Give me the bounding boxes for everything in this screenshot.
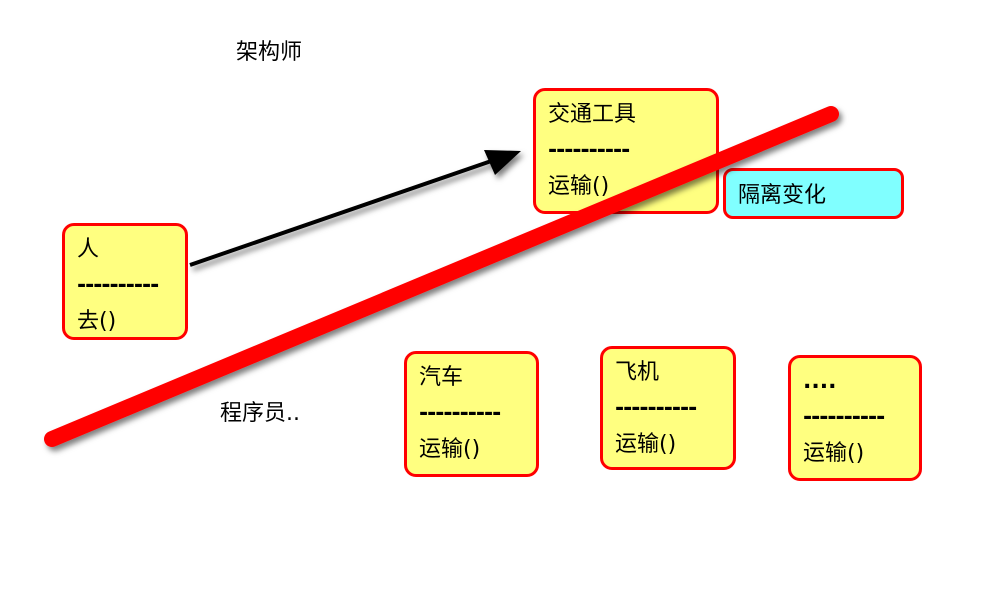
programmer-label: 程序员..	[220, 401, 300, 426]
class-separator: ----------	[77, 273, 159, 298]
class-title: 人	[77, 237, 100, 262]
divider-line	[44, 106, 839, 447]
class-method: 去()	[77, 309, 117, 334]
plane-class-box: 飞机 ---------- 运输()	[600, 346, 736, 470]
association-arrow	[189, 150, 521, 267]
class-title: 汽车	[419, 365, 464, 390]
class-separator: ----------	[803, 405, 885, 430]
architect-label: 架构师	[236, 40, 303, 65]
class-separator: ----------	[615, 396, 697, 421]
class-separator: ----------	[419, 401, 501, 426]
class-separator: ----------	[548, 138, 630, 163]
class-method: 运输()	[548, 174, 610, 199]
class-method: 运输()	[419, 437, 481, 462]
class-title: 飞机	[615, 360, 660, 385]
car-class-box: 汽车 ---------- 运输()	[404, 351, 539, 477]
class-method: 运输()	[803, 441, 865, 466]
class-title: ....	[803, 369, 837, 394]
isolate-change-box: 隔离变化	[723, 168, 904, 219]
person-class-box: 人 ---------- 去()	[62, 223, 188, 340]
other-class-box: .... ---------- 运输()	[788, 355, 922, 481]
vehicle-class-box: 交通工具 ---------- 运输()	[533, 88, 719, 214]
class-title: 交通工具	[548, 102, 637, 127]
class-method: 运输()	[615, 432, 677, 457]
